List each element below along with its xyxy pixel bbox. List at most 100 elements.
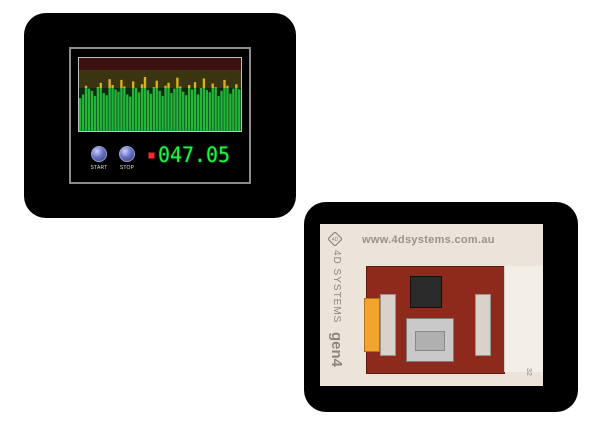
spectrum-bar [129, 96, 132, 131]
spectrum-bar [152, 88, 155, 131]
spectrum-bar [167, 88, 170, 131]
spectrum-bar [229, 93, 232, 131]
spectrum-bar [211, 88, 214, 131]
spectrum-bar-peak [84, 85, 88, 88]
brand-name: 4D SYSTEMS [331, 250, 342, 324]
spectrum-bar [202, 88, 206, 131]
website-url: www.4dsystems.com.au [362, 234, 495, 246]
spectrum-bar [158, 90, 161, 131]
status-led [148, 152, 155, 159]
microsd-slot-inner [415, 331, 445, 351]
spectrum-bar [146, 90, 150, 131]
spectrum-bar-peak [179, 86, 182, 88]
spectrum-bar [126, 94, 129, 131]
spectrum-bar-peak [223, 79, 226, 88]
spectrum-bar [149, 93, 153, 131]
spectrum-bar [238, 89, 241, 131]
spectrum-bar [105, 95, 108, 131]
spectrum-bar [93, 95, 97, 131]
spectrum-bar [190, 89, 194, 131]
spectrum-bar-peak [152, 87, 155, 88]
spectrum-bar-peak [96, 87, 100, 88]
spectrum-bar-peak [187, 85, 191, 88]
spectrum-bar [182, 91, 185, 131]
spectrum-bar [220, 90, 223, 131]
spectrum-bar [185, 95, 188, 131]
spectrum-bar-peak [99, 82, 102, 88]
svg-text:4D: 4D [332, 237, 339, 243]
spectrum-bar [173, 88, 176, 131]
spectrum-bar [81, 94, 85, 131]
spectrum-bar-peak [164, 85, 167, 88]
series-label: gen4 [328, 332, 345, 368]
spectrum-bar [108, 88, 111, 131]
processor-chip [410, 276, 442, 308]
spectrum-bar [232, 88, 235, 131]
side-rail [504, 266, 543, 372]
spectrum-bar [137, 92, 141, 131]
spectrum-bar [235, 88, 238, 131]
4d-logo-icon: 4D [328, 232, 342, 246]
spectrum-bar-peak [202, 78, 206, 88]
spectrum-bar [196, 94, 200, 131]
spectrum-band [79, 58, 241, 70]
fpc-connector [364, 298, 380, 352]
spectrum-analyzer [78, 57, 242, 132]
spectrum-bar-peak [176, 77, 179, 88]
back-module-device: 4D www.4dsystems.com.au 4D SYSTEMS gen4 … [304, 202, 578, 412]
spectrum-bar [134, 88, 138, 131]
spectrum-bar [123, 88, 126, 131]
spectrum-bar [155, 88, 158, 131]
spectrum-bar [193, 88, 197, 131]
start-button[interactable] [91, 146, 107, 162]
spectrum-bars [79, 58, 241, 131]
spectrum-bar-peak [226, 85, 229, 88]
ribbon-cable-right [475, 294, 491, 356]
spectrum-bar [99, 88, 102, 131]
spectrum-bar [87, 88, 91, 131]
spectrum-bar [226, 88, 229, 131]
spectrum-bar [176, 88, 179, 131]
microsd-slot [406, 318, 454, 362]
spectrum-bar-peak [193, 82, 197, 88]
module-back-panel: 4D www.4dsystems.com.au 4D SYSTEMS gen4 … [320, 224, 543, 386]
digital-readout: 047.05 [158, 143, 231, 167]
spectrum-bar [208, 92, 211, 131]
spectrum-bar [96, 88, 100, 131]
spectrum-bar [223, 88, 226, 131]
spectrum-bar-peak [132, 81, 135, 88]
spectrum-bar [79, 98, 82, 131]
spectrum-bar-peak [108, 79, 111, 88]
spectrum-bar [179, 88, 182, 131]
spectrum-bar [120, 88, 123, 131]
spectrum-bar-peak [214, 87, 217, 88]
spectrum-bar-peak [211, 83, 214, 88]
spectrum-bar-peak [120, 79, 123, 88]
version-tag: 32 [525, 368, 532, 376]
spectrum-bar [84, 88, 88, 131]
spectrum-bar [217, 95, 220, 131]
spectrum-bar-peak [123, 86, 126, 88]
spectrum-bar [199, 88, 203, 131]
spectrum-bar [111, 88, 114, 131]
spectrum-bar [205, 90, 208, 131]
stop-button[interactable] [119, 146, 135, 162]
ribbon-cable-left [380, 294, 396, 356]
stop-label: STOP [119, 165, 135, 171]
spectrum-bar [164, 88, 167, 131]
spectrum-bar [102, 93, 105, 131]
spectrum-bar-peak [111, 85, 114, 88]
front-display-device: START STOP 047.05 [24, 13, 296, 218]
display-screen: START STOP 047.05 [69, 47, 251, 184]
spectrum-bar-peak [235, 84, 238, 88]
spectrum-bar [143, 88, 147, 131]
spectrum-bar [114, 89, 117, 131]
spectrum-bar [132, 88, 135, 131]
spectrum-bar [90, 90, 94, 131]
spectrum-bar-peak [155, 80, 158, 88]
spectrum-bar [140, 88, 144, 131]
spectrum-bar-peak [167, 82, 170, 88]
spectrum-band [79, 70, 241, 88]
spectrum-bar [161, 95, 164, 131]
spectrum-bar [117, 91, 120, 131]
